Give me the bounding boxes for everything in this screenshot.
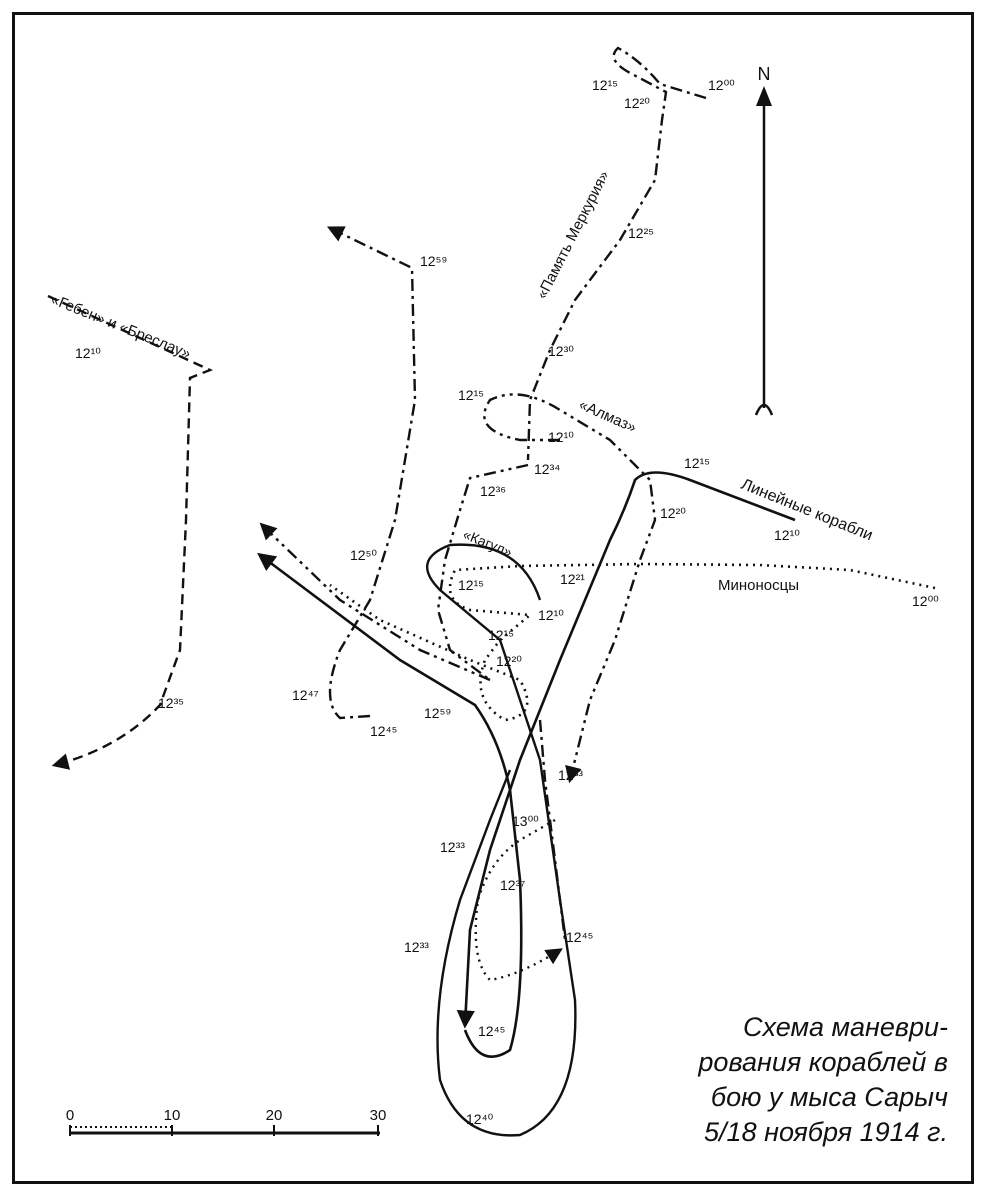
diagram-frame bbox=[12, 12, 974, 1184]
time-label: 12³⁵ bbox=[158, 695, 184, 711]
label-pamyat-merkuriya: «Память Меркурия» bbox=[533, 168, 612, 302]
time-label: 12²¹ bbox=[560, 571, 585, 587]
caption-line: рования кораблей в bbox=[698, 1047, 948, 1077]
time-label: 12⁵⁰ bbox=[350, 547, 377, 563]
time-label: 12⁴⁵ bbox=[478, 1023, 505, 1039]
track-kagul-loop bbox=[425, 543, 577, 1137]
track-battleships bbox=[456, 471, 796, 1029]
time-label: 12⁵⁹ bbox=[420, 253, 447, 269]
label-goeben-breslau: «Гебен» и «Бреслау» bbox=[49, 291, 194, 363]
time-label: 12³³ bbox=[404, 939, 429, 955]
time-label: 12³⁶ bbox=[480, 483, 506, 499]
time-label: 12⁰⁰ bbox=[708, 77, 735, 93]
time-label: 12³³ bbox=[440, 839, 465, 855]
caption-line: Схема маневри- bbox=[743, 1012, 948, 1042]
track-battleships-loop bbox=[257, 552, 523, 1058]
label-battleships: Линейные корабли bbox=[739, 476, 876, 544]
time-label: 12⁴⁷ bbox=[292, 687, 319, 703]
time-label: 12³⁴ bbox=[534, 461, 560, 477]
time-label: 12¹⁰ bbox=[774, 527, 800, 543]
time-label: 12²⁰ bbox=[660, 505, 686, 521]
track-almaz-loop bbox=[483, 393, 657, 784]
time-label: 12²⁰ bbox=[624, 95, 650, 111]
track-goeben-breslau bbox=[47, 294, 214, 770]
time-label: 12⁵⁹ bbox=[424, 705, 451, 721]
time-label: 12³⁷ bbox=[500, 877, 525, 893]
scale-tick-label: 20 bbox=[266, 1107, 283, 1124]
time-label: 12¹⁰ bbox=[538, 607, 564, 623]
time-label: 12⁴⁵ bbox=[370, 723, 397, 739]
track-inner-dashdot bbox=[538, 719, 567, 941]
track-destroyers bbox=[329, 562, 936, 722]
time-label: 12³³ bbox=[558, 767, 583, 783]
north-arrow-icon: N bbox=[754, 64, 774, 416]
scale-bar: 0 10 20 30 bbox=[66, 1107, 387, 1136]
time-label: 12¹⁰ bbox=[548, 429, 574, 445]
scale-tick-label: 10 bbox=[164, 1107, 181, 1124]
scale-tick-label: 30 bbox=[370, 1107, 387, 1124]
time-label: 12¹⁵ bbox=[458, 387, 484, 403]
track-inner-loop bbox=[474, 818, 563, 982]
caption-line: 5/18 ноября 1914 г. bbox=[704, 1117, 948, 1147]
time-label: 12¹⁵ bbox=[458, 577, 484, 593]
time-label: 12⁴⁰ bbox=[466, 1111, 494, 1127]
time-label: 12²⁵ bbox=[628, 225, 654, 241]
time-label: 12¹⁵ bbox=[684, 455, 710, 471]
caption-line: бою у мыса Сарыч bbox=[710, 1082, 948, 1112]
time-label: 12⁰⁰ bbox=[912, 593, 939, 609]
north-label: N bbox=[758, 64, 771, 84]
scale-tick-label: 0 bbox=[66, 1107, 74, 1124]
time-label: 12¹⁰ bbox=[75, 345, 101, 361]
track-kagul-northwest bbox=[326, 226, 417, 720]
label-destroyers: Миноносцы bbox=[718, 577, 799, 594]
track-pamyat-merkuriya bbox=[526, 46, 707, 461]
time-label: 12¹⁵ bbox=[488, 627, 514, 643]
label-almaz: «Алмаз» bbox=[576, 396, 638, 436]
time-labels: 12¹⁵ 12⁰⁰ 12²⁰ 12²⁵ 12³⁰ 12¹⁰ 12³⁵ 12¹⁵ … bbox=[75, 77, 939, 1127]
time-label: 12²⁰ bbox=[496, 653, 522, 669]
diagram-caption: Схема маневри- рования кораблей в бою у … bbox=[648, 1010, 948, 1150]
track-cruisers-west bbox=[259, 522, 491, 682]
time-label: 12¹⁵ bbox=[592, 77, 618, 93]
label-kagul: «Кагул» bbox=[461, 526, 515, 560]
time-label: 13⁰⁰ bbox=[512, 813, 539, 829]
time-label: 12⁴⁵ bbox=[566, 929, 593, 945]
track-almaz bbox=[436, 463, 529, 681]
time-label: 12³⁰ bbox=[548, 343, 574, 359]
